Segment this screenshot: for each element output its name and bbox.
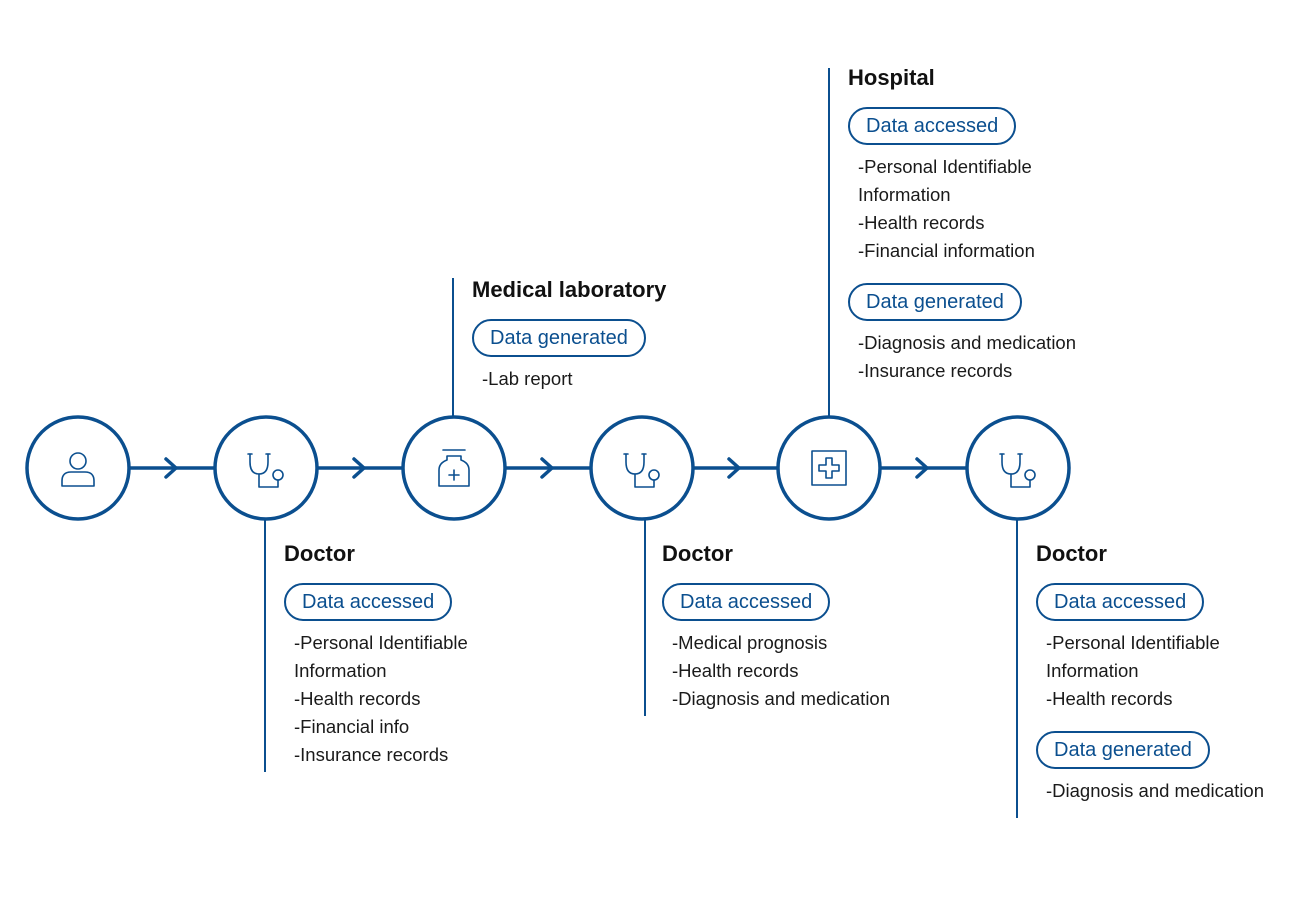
hospital-generated-pill: Data generated: [848, 283, 1022, 321]
doctor2-accessed-pill: Data accessed: [662, 583, 831, 621]
doctor1-block: Doctor Data accessed -Personal Identifia…: [284, 541, 468, 769]
lab-generated-list: -Lab report: [472, 365, 666, 393]
list-item: -Health records: [294, 688, 421, 709]
medicine-bottle-icon: [438, 449, 470, 487]
node-doctor-1: [213, 415, 319, 521]
node-lab: [401, 415, 507, 521]
hospital-cross-icon: [811, 450, 847, 486]
doctor1-accessed-pill: Data accessed: [284, 583, 453, 621]
list-item: -Insurance records: [294, 744, 449, 765]
doctor3-block: Doctor Data accessed -Personal Identifia…: [1036, 541, 1264, 805]
node-hospital: [776, 415, 882, 521]
stethoscope-icon: [247, 453, 284, 488]
doctor2-block: Doctor Data accessed -Medical prognosis …: [662, 541, 890, 713]
doctor3-generated-list: -Diagnosis and medication: [1036, 777, 1264, 805]
doctor1-accessed-list: -Personal Identifiable Information -Heal…: [284, 629, 468, 769]
list-item: -Health records: [858, 212, 985, 233]
hospital-block: Hospital Data accessed -Personal Identif…: [848, 65, 1076, 385]
arrow-right-icon: [727, 457, 741, 479]
node-doctor-3: [965, 415, 1071, 521]
lab-block: Medical laboratory Data generated -Lab r…: [472, 277, 666, 393]
list-item: -Personal Identifiable Information: [294, 632, 468, 681]
list-item: -Diagnosis and medication: [672, 688, 891, 709]
list-item: -Financial information: [858, 240, 1035, 261]
doctor3-title: Doctor: [1036, 541, 1107, 566]
list-item: -Health records: [672, 660, 799, 681]
doctor3-generated-pill: Data generated: [1036, 731, 1210, 769]
stethoscope-icon: [623, 453, 660, 488]
list-item: -Medical prognosis: [672, 632, 828, 653]
list-item: -Personal Identifiable Information: [1046, 632, 1220, 681]
doctor2-title: Doctor: [662, 541, 733, 566]
hospital-accessed-pill: Data accessed: [848, 107, 1017, 145]
hospital-title: Hospital: [848, 65, 935, 90]
list-item: -Insurance records: [858, 360, 1013, 381]
doctor2-accessed-list: -Medical prognosis -Health records -Diag…: [662, 629, 890, 713]
list-item: -Diagnosis and medication: [858, 332, 1077, 353]
arrow-right-icon: [164, 457, 178, 479]
doctor1-title: Doctor: [284, 541, 355, 566]
person-icon: [61, 452, 95, 487]
node-patient: [25, 415, 131, 521]
list-item: -Lab report: [482, 368, 573, 389]
list-item: -Financial info: [294, 716, 410, 737]
list-item: -Personal Identifiable Information: [858, 156, 1032, 205]
doctor3-accessed-list: -Personal Identifiable Information -Heal…: [1036, 629, 1264, 713]
doctor3-accessed-pill: Data accessed: [1036, 583, 1205, 621]
arrow-right-icon: [540, 457, 554, 479]
list-item: -Health records: [1046, 688, 1173, 709]
list-item: -Diagnosis and medication: [1046, 780, 1265, 801]
hospital-generated-list: -Diagnosis and medication -Insurance rec…: [848, 329, 1076, 385]
arrow-right-icon: [352, 457, 366, 479]
lab-generated-pill: Data generated: [472, 319, 646, 357]
arrow-right-icon: [915, 457, 929, 479]
lab-title: Medical laboratory: [472, 277, 667, 302]
hospital-accessed-list: -Personal Identifiable Information -Heal…: [848, 153, 1076, 265]
node-doctor-2: [589, 415, 695, 521]
stethoscope-icon: [999, 453, 1036, 488]
